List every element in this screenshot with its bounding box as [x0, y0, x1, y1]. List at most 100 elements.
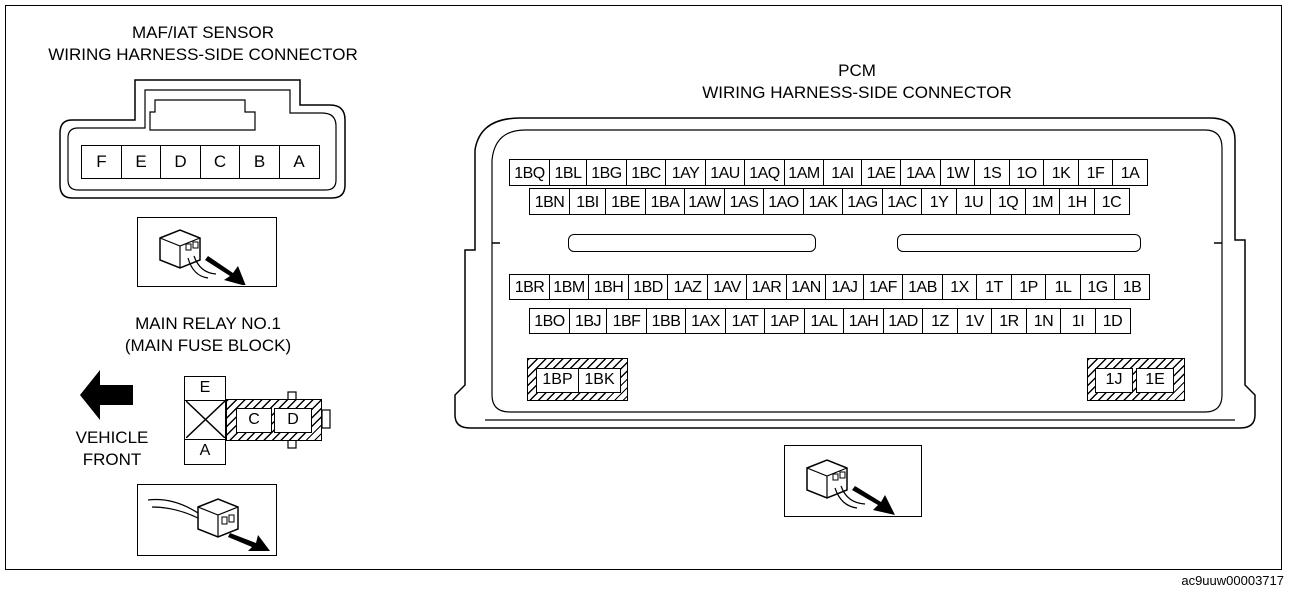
- pcm-pin-1bp: 1BP: [536, 368, 579, 393]
- pcm-pin-1o: 1O: [1008, 159, 1045, 186]
- pcm-pin-1ao: 1AO: [763, 188, 804, 215]
- maf-iat-title-line2: WIRING HARNESS-SIDE CONNECTOR: [48, 45, 358, 64]
- maf-pin-f: F: [81, 145, 122, 179]
- pcm-pin-1as: 1AS: [723, 188, 765, 215]
- maf-pin-c: C: [199, 145, 241, 179]
- pcm-pin-1ak: 1AK: [802, 188, 844, 215]
- maf-pin-b: B: [239, 145, 280, 179]
- maf-pin-a: A: [278, 145, 320, 179]
- relay-pin-d: D: [274, 408, 312, 433]
- pcm-housing-outer: [454, 117, 1256, 429]
- pcm-slot-right: [897, 234, 1141, 252]
- relay-cross-cell: [184, 400, 226, 440]
- main-relay-title-line1: MAIN RELAY NO.1: [135, 314, 281, 333]
- harness-plug-icon: [159, 229, 246, 286]
- pcm-pin-1v: 1V: [956, 308, 993, 334]
- main-relay-title-line2: (MAIN FUSE BLOCK): [124, 336, 292, 355]
- vehicle-front-label: VEHICLE FRONT: [76, 427, 149, 471]
- maf-pin-e: E: [120, 145, 162, 179]
- pcm-pin-1ac: 1AC: [881, 188, 923, 215]
- diagram-frame: [5, 5, 1282, 570]
- pcm-pin-1aj: 1AJ: [825, 274, 864, 300]
- pcm-pin-1z: 1Z: [922, 308, 958, 334]
- pcm-pin-1ay: 1AY: [665, 159, 706, 186]
- pcm-pin-1bi: 1BI: [568, 188, 607, 215]
- pcm-pin-1bg: 1BG: [586, 159, 627, 186]
- connector-view-icon-pcm: [784, 445, 922, 517]
- pcm-pin-1bl: 1BL: [548, 159, 588, 186]
- pcm-pin-1d: 1D: [1094, 308, 1131, 334]
- pcm-pin-1aw: 1AW: [684, 188, 725, 215]
- maf-iat-title: MAF/IAT SENSOR WIRING HARNESS-SIDE CONNE…: [48, 22, 358, 66]
- pcm-pin-1i: 1I: [1060, 308, 1096, 334]
- pcm-pin-1g: 1G: [1079, 274, 1116, 300]
- pcm-pin-1bd: 1BD: [627, 274, 669, 300]
- relay-pin-a: A: [184, 439, 226, 465]
- pcm-pin-1h: 1H: [1059, 188, 1095, 215]
- pcm-pin-1ad: 1AD: [882, 308, 924, 334]
- vehicle-front-line2: FRONT: [82, 450, 142, 469]
- pcm-pin-1ap: 1AP: [764, 308, 805, 334]
- pcm-title: PCM WIRING HARNESS-SIDE CONNECTOR: [702, 60, 1012, 104]
- pcm-pin-1a: 1A: [1112, 159, 1148, 186]
- pcm-pin-1bf: 1BF: [606, 308, 647, 334]
- pcm-pin-1m: 1M: [1024, 188, 1061, 215]
- pcm-pin-1be: 1BE: [605, 188, 646, 215]
- relay-pin-e: E: [184, 376, 226, 401]
- pcm-title-line1: PCM: [838, 61, 876, 80]
- pcm-pin-1k: 1K: [1043, 159, 1079, 186]
- pcm-pin-1au: 1AU: [704, 159, 746, 186]
- pcm-pin-1bq: 1BQ: [509, 159, 550, 186]
- pcm-pin-1an: 1AN: [785, 274, 827, 300]
- pcm-pin-1at: 1AT: [724, 308, 766, 334]
- pcm-pin-1bb: 1BB: [645, 308, 687, 334]
- pcm-pin-1u: 1U: [955, 188, 992, 215]
- connector-view-icon-maf: [137, 217, 277, 287]
- cross-mark-icon: [184, 400, 226, 439]
- pcm-pin-1r: 1R: [991, 308, 1027, 334]
- pcm-pin-1c: 1C: [1093, 188, 1130, 215]
- figure-id: ac9uuw00003717: [1181, 573, 1284, 588]
- pcm-pin-1br: 1BR: [509, 274, 550, 300]
- pcm-pin-1aa: 1AA: [900, 159, 941, 186]
- harness-plug-icon: [806, 459, 895, 515]
- pcm-pin-1bn: 1BN: [529, 188, 570, 215]
- pcm-pin-1ab: 1AB: [902, 274, 943, 300]
- pcm-slot-left: [568, 234, 816, 252]
- pcm-pin-1w: 1W: [939, 159, 976, 186]
- pcm-pin-1bh: 1BH: [588, 274, 629, 300]
- pcm-pin-1f: 1F: [1077, 159, 1114, 186]
- maf-iat-housing: [59, 79, 346, 199]
- main-relay-title: MAIN RELAY NO.1 (MAIN FUSE BLOCK): [125, 313, 291, 357]
- pcm-pin-1b: 1B: [1114, 274, 1150, 300]
- pcm-pin-1n: 1N: [1025, 308, 1062, 334]
- pcm-pin-1e: 1E: [1136, 368, 1174, 393]
- pcm-pin-1ai: 1AI: [823, 159, 862, 186]
- pcm-pin-1af: 1AF: [862, 274, 904, 300]
- pcm-pin-1bj: 1BJ: [568, 308, 608, 334]
- relay-pin-c: C: [236, 408, 272, 433]
- pcm-pin-1ba: 1BA: [644, 188, 686, 215]
- pcm-pin-1q: 1Q: [990, 188, 1026, 215]
- pcm-pin-1ae: 1AE: [860, 159, 902, 186]
- pcm-pin-1aq: 1AQ: [744, 159, 785, 186]
- pcm-pin-1s: 1S: [974, 159, 1010, 186]
- pcm-pin-1y: 1Y: [921, 188, 957, 215]
- pcm-pin-1bc: 1BC: [625, 159, 667, 186]
- pcm-pin-1az: 1AZ: [667, 274, 708, 300]
- pcm-pin-1j: 1J: [1095, 368, 1133, 393]
- maf-iat-title-line1: MAF/IAT SENSOR: [131, 23, 274, 42]
- pcm-pin-1p: 1P: [1010, 274, 1047, 300]
- pcm-pin-1ag: 1AG: [842, 188, 883, 215]
- pcm-pin-1x: 1X: [941, 274, 978, 300]
- pcm-pin-1ar: 1AR: [746, 274, 787, 300]
- vehicle-front-arrow: [80, 370, 133, 420]
- pcm-pin-1l: 1L: [1045, 274, 1081, 300]
- pcm-pin-1bm: 1BM: [548, 274, 590, 300]
- maf-pin-d: D: [160, 145, 201, 179]
